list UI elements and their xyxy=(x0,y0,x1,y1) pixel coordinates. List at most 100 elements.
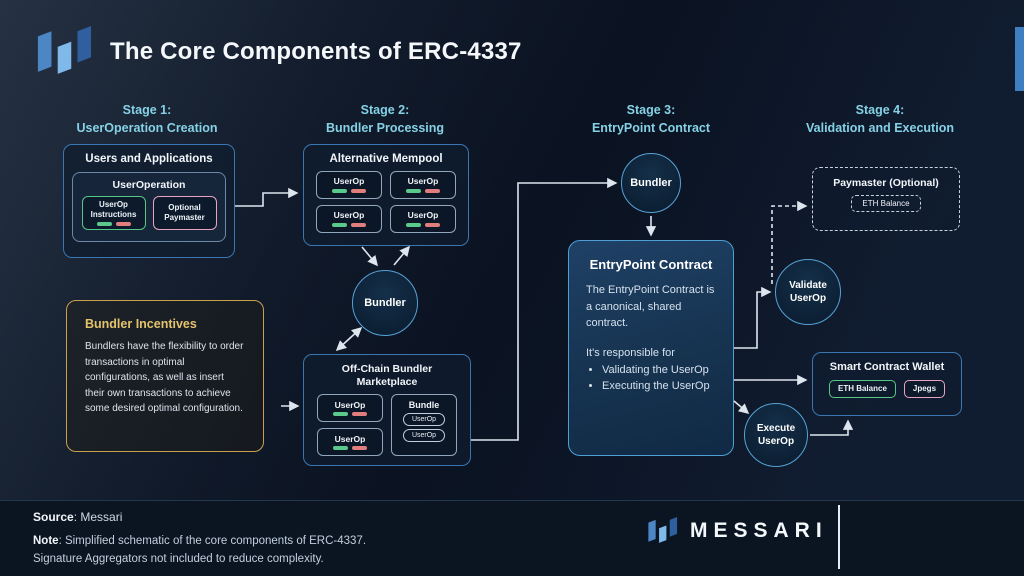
userop-chip-bars xyxy=(333,446,367,450)
userop-chip: UserOp xyxy=(317,428,383,457)
arrow-execute-to-wallet xyxy=(810,419,854,436)
entrypoint-description: The EntryPoint Contract is a canonical, … xyxy=(586,284,715,329)
bundler-circle-stage2: Bundler xyxy=(352,270,418,336)
arrow-bundler-marketplace-bidirectional xyxy=(335,326,363,352)
userop-chip-label: UserOp xyxy=(407,210,439,221)
entrypoint-bullet-validating: Validating the UserOp xyxy=(602,363,716,379)
wallet-jpegs-chip: Jpegs xyxy=(903,380,946,398)
red-bar xyxy=(352,412,367,416)
bundler-incentives-box: Bundler Incentives Bundlers have the fle… xyxy=(66,300,264,452)
userop-chip-bars xyxy=(332,222,366,227)
userop-chip-label: UserOp xyxy=(333,176,365,187)
source-line: Source: Messari xyxy=(33,510,122,524)
useroperation-box: UserOperation UserOp Instructions Option… xyxy=(72,172,226,242)
stage-2-label: Stage 2: xyxy=(360,103,410,117)
footer-divider-line xyxy=(838,505,840,569)
green-bar xyxy=(406,222,421,227)
entrypoint-responsibility-intro: It's responsible for xyxy=(586,346,675,359)
smart-contract-wallet-box: Smart Contract Wallet ETH Balance Jpegs xyxy=(812,352,962,416)
stage-2-sublabel: Bundler Processing xyxy=(325,120,445,135)
source-label: Source xyxy=(33,510,74,524)
stage-3-sublabel: EntryPoint Contract xyxy=(591,120,711,135)
userop-chip-bars xyxy=(333,412,367,416)
userop-instructions-label: UserOp Instructions xyxy=(90,199,137,219)
entrypoint-bullet-executing: Executing the UserOp xyxy=(602,379,716,395)
stage-1-sublabel: UserOperation Creation xyxy=(76,120,218,135)
paymaster-title: Paymaster (Optional) xyxy=(833,177,939,189)
green-bar xyxy=(406,188,421,193)
red-bar xyxy=(351,222,366,227)
green-bar xyxy=(333,446,348,450)
userop-chip-label: UserOp xyxy=(407,176,439,187)
optional-paymaster-chip: Optional Paymaster xyxy=(152,196,217,230)
messari-brand: MESSARI xyxy=(648,517,828,544)
messari-brand-icon xyxy=(648,517,678,543)
footer-bar: Source: Messari Note: Simplified schemat… xyxy=(0,500,1024,576)
optional-paymaster-label: Optional Paymaster xyxy=(164,203,205,222)
bundle-label: Bundle xyxy=(408,400,440,411)
users-and-applications-title: Users and Applications xyxy=(85,153,213,165)
userop-chip-label: UserOp xyxy=(333,210,365,221)
green-bar xyxy=(332,188,347,193)
paymaster-optional-box: Paymaster (Optional) ETH Balance xyxy=(812,167,960,231)
userop-chip: UserOp xyxy=(316,205,382,233)
execute-userop-label: Execute UserOp xyxy=(756,423,796,447)
instruction-bars xyxy=(96,222,131,227)
stage-1-label: Stage 1: xyxy=(122,103,172,117)
marketplace-userops: UserOp UserOp xyxy=(317,394,383,457)
marketplace-content: UserOp UserOp Bundle UserOp UserOp xyxy=(304,394,470,457)
red-bar xyxy=(425,188,440,193)
edge-accent-bar xyxy=(1015,27,1024,91)
arrow-entrypoint-to-execute xyxy=(733,400,750,415)
bundler-incentives-title: Bundler Incentives xyxy=(85,317,197,331)
bundled-userop-pill: UserOp xyxy=(402,413,446,427)
wallet-eth-balance-chip: ETH Balance xyxy=(828,380,896,398)
validate-userop-circle: Validate UserOp xyxy=(775,259,841,325)
red-bar xyxy=(425,222,440,227)
stage-4-label: Stage 4: xyxy=(855,103,905,117)
stage-3-header: Stage 3: EntryPoint Contract xyxy=(556,102,746,137)
arrow-bundler-to-mempool xyxy=(393,245,410,266)
messari-logo-icon xyxy=(36,26,94,76)
userop-chip: UserOp xyxy=(390,171,456,199)
stage-4-header: Stage 4: Validation and Execution xyxy=(785,102,975,137)
arrow-mempool-to-bundler xyxy=(361,246,378,267)
green-bar xyxy=(96,222,112,227)
userop-chip-label: UserOp xyxy=(334,399,366,410)
bundle-box: Bundle UserOp UserOp xyxy=(391,394,457,457)
bundled-userop-pill: UserOp xyxy=(402,429,446,443)
note-line: Note: Simplified schematic of the core c… xyxy=(33,532,366,569)
arrow-useroperation-to-mempool xyxy=(235,187,299,207)
note-line-2: Signature Aggregators not included to re… xyxy=(33,553,324,566)
userop-chip: UserOp xyxy=(316,171,382,199)
entrypoint-title: EntryPoint Contract xyxy=(589,257,713,272)
validate-userop-label: Validate UserOp xyxy=(789,280,827,304)
marketplace-title: Off-Chain Bundler Marketplace xyxy=(341,363,433,389)
source-value: : Messari xyxy=(73,510,123,524)
note-label: Note xyxy=(33,535,59,547)
red-bar xyxy=(115,222,131,227)
offchain-bundler-marketplace-box: Off-Chain Bundler Marketplace UserOp Use… xyxy=(303,354,471,466)
note-value: : Simplified schematic of the core compo… xyxy=(58,535,367,547)
page-title: The Core Components of ERC-4337 xyxy=(110,38,522,65)
messari-logo-svg xyxy=(37,26,92,74)
stage-3-label: Stage 3: xyxy=(626,103,676,117)
stage-4-sublabel: Validation and Execution xyxy=(806,120,954,135)
red-bar xyxy=(351,188,366,193)
userop-chip-bars xyxy=(332,188,366,193)
arrow-entrypoint-to-validate xyxy=(734,286,772,349)
messari-wordmark: MESSARI xyxy=(690,518,828,542)
bundler-label: Bundler xyxy=(364,297,406,309)
userop-chip: UserOp xyxy=(317,394,383,423)
bundler-incentives-body: Bundlers have the flexibility to order t… xyxy=(85,341,244,414)
userop-chip: UserOp xyxy=(390,205,456,233)
alternative-mempool-title: Alternative Mempool xyxy=(329,153,443,165)
stage-1-header: Stage 1: UserOperation Creation xyxy=(52,102,242,137)
green-bar xyxy=(333,412,348,416)
userop-instructions-chip: UserOp Instructions xyxy=(81,196,146,230)
entrypoint-responsibility-list: Validating the UserOp Executing the User… xyxy=(590,363,716,395)
paymaster-eth-balance-chip: ETH Balance xyxy=(851,195,921,212)
